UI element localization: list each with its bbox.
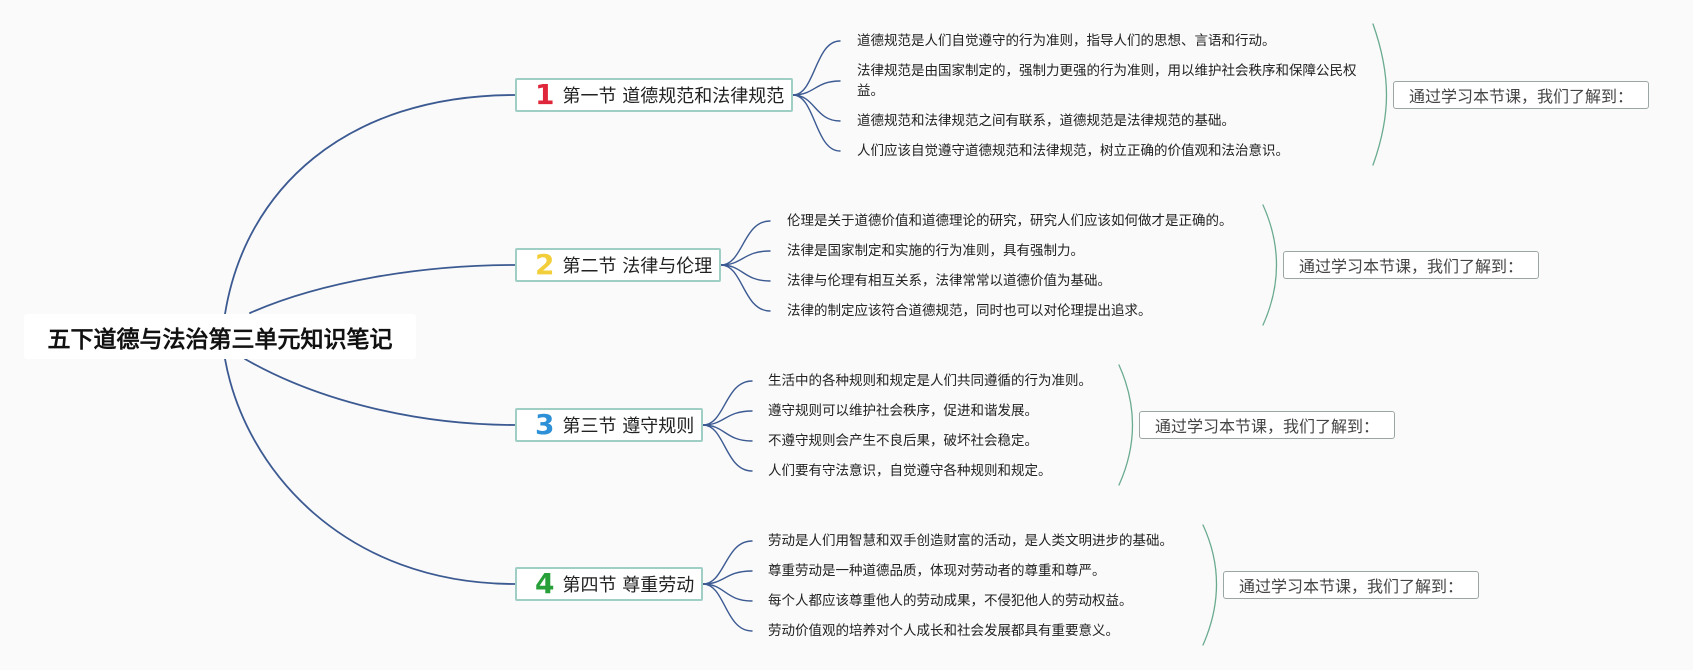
section-1-topic[interactable]: 1 第一节 道德规范和法律规范: [515, 78, 793, 112]
leaf-line-3-1: [702, 380, 753, 426]
branch-line-3: [244, 358, 516, 426]
section-4-topic[interactable]: 4 第四节 尊重劳动: [515, 567, 703, 601]
section-title: 第一节 道德规范和法律规范: [562, 86, 785, 107]
leaf-line-4-1: [702, 540, 753, 585]
section-3-point-1[interactable]: 生活中的各种规则和规定是人们共同遵循的行为准则。: [768, 373, 1092, 389]
section-3-topic[interactable]: 3 第三节 遵守规则: [515, 408, 703, 442]
leaf-line-1-4: [792, 94, 841, 152]
root-topic[interactable]: 五下道德与法治第三单元知识笔记: [24, 314, 416, 359]
section-3-point-3[interactable]: 不遵守规则会产生不良后果，破坏社会稳定。: [768, 433, 1038, 449]
branch-line-4: [224, 358, 516, 585]
branch-line-1: [224, 94, 516, 315]
leaf-line-1-3: [792, 94, 841, 122]
leaf-line-4-4: [702, 583, 753, 632]
section-title: 第二节 法律与伦理: [562, 256, 713, 277]
section-3-summary[interactable]: 通过学习本节课，我们了解到：: [1139, 411, 1395, 439]
leaf-line-3-4: [702, 424, 753, 472]
section-1-summary[interactable]: 通过学习本节课，我们了解到：: [1393, 81, 1649, 109]
section-4-point-4[interactable]: 劳动价值观的培养对个人成长和社会发展都具有重要意义。: [768, 623, 1119, 639]
leaf-line-1-2: [792, 80, 841, 96]
section-1-point-1[interactable]: 道德规范是人们自觉遵守的行为准则，指导人们的思想、言语和行动。: [857, 33, 1276, 49]
section-number: 2: [535, 248, 555, 281]
section-3-point-4[interactable]: 人们要有守法意识，自觉遵守各种规则和规定。: [768, 463, 1052, 479]
summary-bracket-2: [1262, 204, 1278, 326]
summary-bracket-1: [1372, 23, 1388, 166]
section-2-summary[interactable]: 通过学习本节课，我们了解到：: [1283, 251, 1539, 279]
leaf-line-2-1: [720, 220, 771, 266]
leaf-line-1-1: [792, 40, 841, 96]
section-2-topic[interactable]: 2 第二节 法律与伦理: [515, 248, 721, 282]
section-number: 3: [535, 408, 555, 441]
section-2-point-3[interactable]: 法律与伦理有相互关系，法律常常以道德价值为基础。: [787, 273, 1111, 289]
section-title: 第四节 尊重劳动: [562, 575, 695, 596]
branch-line-2: [249, 264, 516, 314]
section-2-point-1[interactable]: 伦理是关于道德价值和道德理论的研究，研究人们应该如何做才是正确的。: [787, 213, 1233, 229]
summary-bracket-4: [1202, 524, 1218, 646]
section-number: 4: [535, 567, 555, 600]
section-1-point-2[interactable]: 法律规范是由国家制定的，强制力更强的行为准则，用以维护社会秩序和保障公民权益。: [857, 63, 1357, 99]
section-2-point-2[interactable]: 法律是国家制定和实施的行为准则，具有强制力。: [787, 243, 1084, 259]
leaf-line-2-4: [720, 264, 771, 312]
section-4-point-2[interactable]: 尊重劳动是一种道德品质，体现对劳动者的尊重和尊严。: [768, 563, 1106, 579]
summary-bracket-3: [1118, 364, 1134, 486]
section-4-summary[interactable]: 通过学习本节课，我们了解到：: [1223, 571, 1479, 599]
section-3-point-2[interactable]: 遵守规则可以维护社会秩序，促进和谐发展。: [768, 403, 1038, 419]
section-1-point-3[interactable]: 道德规范和法律规范之间有联系，道德规范是法律规范的基础。: [857, 113, 1235, 129]
section-1-point-4[interactable]: 人们应该自觉遵守道德规范和法律规范，树立正确的价值观和法治意识。: [857, 143, 1289, 159]
section-2-point-4[interactable]: 法律的制定应该符合道德规范，同时也可以对伦理提出追求。: [787, 303, 1152, 319]
section-4-point-3[interactable]: 每个人都应该尊重他人的劳动成果，不侵犯他人的劳动权益。: [768, 593, 1133, 609]
section-title: 第三节 遵守规则: [562, 416, 695, 437]
section-4-point-1[interactable]: 劳动是人们用智慧和双手创造财富的活动，是人类文明进步的基础。: [768, 533, 1173, 549]
section-number: 1: [535, 78, 555, 111]
